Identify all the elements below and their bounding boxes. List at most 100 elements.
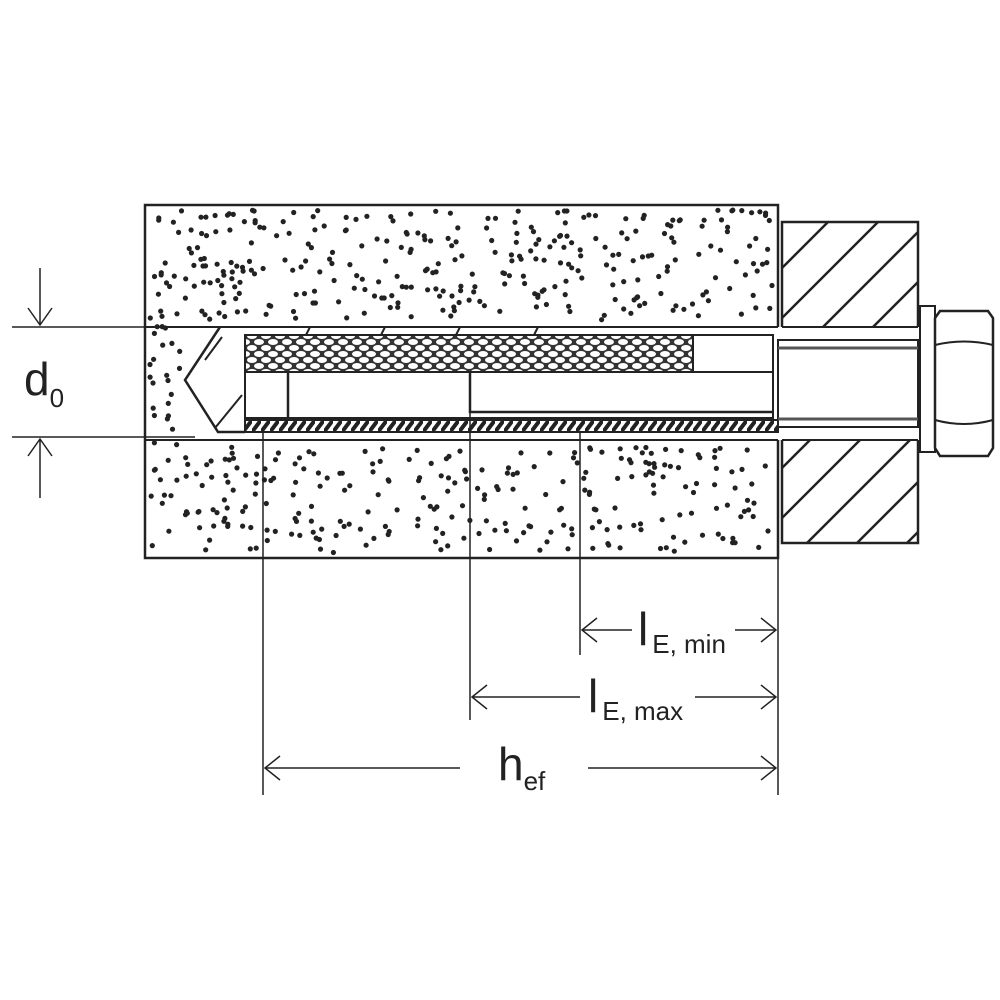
aggregate-dot bbox=[599, 317, 605, 323]
aggregate-dot bbox=[210, 507, 216, 513]
aggregate-dot bbox=[162, 260, 168, 266]
aggregate-dot bbox=[223, 472, 229, 479]
aggregate-dot bbox=[215, 277, 221, 284]
aggregate-dot bbox=[333, 532, 339, 539]
aggregate-dot bbox=[617, 545, 623, 551]
aggregate-dot bbox=[489, 237, 495, 244]
aggregate-dot bbox=[510, 471, 516, 477]
aggregate-dot bbox=[663, 446, 669, 452]
aggregate-dot bbox=[528, 248, 534, 254]
aggregate-dot bbox=[364, 213, 370, 219]
aggregate-dot bbox=[216, 310, 222, 316]
aggregate-dot bbox=[456, 299, 462, 306]
aggregate-dot bbox=[475, 485, 481, 491]
aggregate-dot bbox=[746, 507, 752, 513]
aggregate-dot bbox=[433, 286, 439, 292]
label-le-max-sub: E, max bbox=[602, 696, 683, 726]
label-hef-main: h bbox=[498, 738, 524, 790]
aggregate-dot bbox=[535, 294, 541, 300]
aggregate-dot bbox=[562, 220, 568, 226]
aggregate-dot bbox=[712, 482, 718, 488]
aggregate-dot bbox=[204, 462, 210, 468]
aggregate-dot bbox=[699, 532, 706, 538]
aggregate-dot bbox=[683, 484, 689, 490]
aggregate-dot bbox=[676, 218, 682, 224]
aggregate-dot bbox=[717, 445, 723, 451]
aggregate-dot bbox=[243, 308, 249, 314]
aggregate-dot bbox=[403, 284, 409, 290]
aggregate-dot bbox=[290, 267, 296, 273]
aggregate-dot bbox=[628, 310, 634, 316]
aggregate-dot bbox=[705, 298, 712, 304]
aggregate-dot bbox=[308, 245, 314, 251]
aggregate-dot bbox=[170, 219, 176, 225]
aggregate-dot bbox=[177, 348, 183, 354]
aggregate-dot bbox=[344, 315, 350, 321]
aggregate-dot bbox=[398, 244, 404, 250]
aggregate-dot bbox=[435, 261, 441, 267]
aggregate-dot bbox=[251, 271, 258, 277]
aggregate-dot bbox=[437, 293, 443, 299]
aggregate-dot bbox=[521, 530, 527, 536]
aggregate-dot bbox=[660, 474, 666, 480]
aggregate-dot bbox=[298, 264, 304, 270]
aggregate-dot bbox=[629, 474, 635, 480]
aggregate-dot bbox=[764, 260, 770, 266]
aggregate-dot bbox=[188, 250, 194, 256]
aggregate-dot bbox=[446, 453, 452, 459]
aggregate-dot bbox=[312, 300, 318, 306]
aggregate-dot bbox=[569, 265, 575, 271]
aggregate-dot bbox=[561, 208, 568, 214]
aggregate-dot bbox=[575, 268, 581, 274]
aggregate-dot bbox=[593, 507, 599, 513]
aggregate-dot bbox=[158, 308, 164, 314]
aggregate-dot bbox=[502, 281, 508, 287]
aggregate-dot bbox=[730, 207, 736, 213]
aggregate-dot bbox=[191, 283, 197, 289]
aggregate-dot bbox=[253, 471, 260, 477]
aggregate-dot bbox=[650, 482, 657, 488]
aggregate-dot bbox=[724, 502, 731, 508]
aggregate-dot bbox=[667, 463, 674, 469]
aggregate-dot bbox=[169, 340, 175, 346]
aggregate-dot bbox=[341, 523, 347, 530]
aggregate-dot bbox=[566, 303, 572, 309]
aggregate-dot bbox=[612, 505, 618, 511]
aggregate-dot bbox=[407, 249, 413, 255]
aggregate-dot bbox=[642, 300, 648, 306]
aggregate-dot bbox=[741, 508, 748, 514]
aggregate-dot bbox=[226, 211, 232, 217]
aggregate-dot bbox=[158, 272, 164, 278]
aggregate-dot bbox=[751, 500, 757, 506]
label-le-max-main: l bbox=[588, 670, 598, 722]
aggregate-dot bbox=[590, 545, 596, 551]
aggregate-dot bbox=[712, 448, 718, 454]
aggregate-dot bbox=[650, 470, 656, 476]
aggregate-dot bbox=[688, 510, 695, 516]
aggregate-dot bbox=[310, 529, 316, 535]
aggregate-dot bbox=[263, 500, 269, 507]
aggregate-dot bbox=[428, 238, 434, 244]
aggregate-dot bbox=[522, 505, 528, 511]
aggregate-dot bbox=[577, 247, 583, 253]
aggregate-dot bbox=[458, 283, 464, 289]
aggregate-dot bbox=[311, 288, 318, 294]
aggregate-dot bbox=[198, 214, 204, 220]
aggregate-dot bbox=[592, 213, 599, 219]
aggregate-dot bbox=[151, 440, 157, 446]
aggregate-dot bbox=[151, 273, 158, 280]
aggregate-dot bbox=[621, 279, 627, 285]
aggregate-dot bbox=[272, 528, 278, 535]
aggregate-dot bbox=[160, 342, 166, 348]
aggregate-dot bbox=[520, 273, 527, 279]
aggregate-dot bbox=[317, 269, 323, 275]
aggregate-dot bbox=[193, 471, 199, 477]
aggregate-dot bbox=[241, 219, 247, 225]
aggregate-dot bbox=[248, 240, 254, 246]
aggregate-dot bbox=[646, 461, 652, 467]
aggregate-dot bbox=[219, 283, 225, 289]
aggregate-dot bbox=[461, 535, 467, 541]
aggregate-dot bbox=[494, 484, 500, 490]
aggregate-dot bbox=[530, 229, 537, 235]
aggregate-dot bbox=[264, 527, 270, 533]
